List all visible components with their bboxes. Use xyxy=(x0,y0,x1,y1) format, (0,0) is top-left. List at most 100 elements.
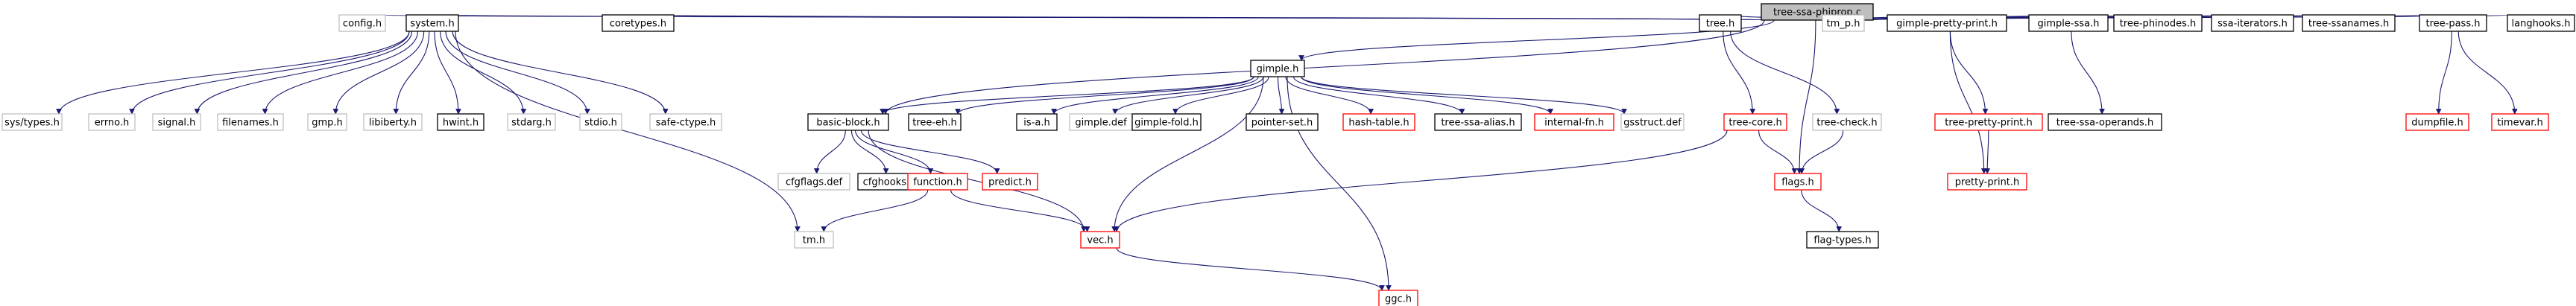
file-node-box xyxy=(152,113,201,131)
file-node-flags-h[interactable]: flags.h xyxy=(1774,173,1822,191)
file-node-dumpfile-h[interactable]: dumpfile.h xyxy=(2405,113,2469,131)
file-node-filenames-h[interactable]: filenames.h xyxy=(217,113,284,131)
file-node-hash-table-h[interactable]: hash-table.h xyxy=(1342,113,1415,131)
include-edge-system-h-to-errno-h xyxy=(129,31,410,115)
include-edge-gimple-h-to-pointer-set-h xyxy=(1277,76,1285,115)
file-node-box xyxy=(1016,113,1058,131)
include-edge-tree-pretty-print-h-to-pretty-print-h xyxy=(1984,130,1991,174)
file-node-is-a-h[interactable]: is-a.h xyxy=(1016,113,1058,131)
file-node-tm-h[interactable]: tm.h xyxy=(794,231,834,249)
file-node-box xyxy=(1434,113,1522,131)
file-node-box xyxy=(1812,113,1882,131)
include-edge-system-h-to-hwint-h xyxy=(434,31,461,115)
include-edge-system-h-to-sys-types-h xyxy=(56,31,410,115)
file-node-tree-phinodes-h[interactable]: tree-phinodes.h xyxy=(2113,14,2203,32)
include-edge-system-h-to-stdio-h xyxy=(445,31,590,115)
file-node-hwint-h[interactable]: hwint.h xyxy=(437,113,484,131)
include-edge-function-h-to-tm-h xyxy=(821,189,929,232)
file-node-signal-h[interactable]: signal.h xyxy=(152,113,201,131)
file-node-label: safe-ctype.h xyxy=(656,118,716,129)
file-node-box xyxy=(908,113,962,131)
file-node-label: cfgflags.def xyxy=(786,177,843,188)
file-node-pointer-set-h[interactable]: pointer-set.h xyxy=(1246,113,1319,131)
include-edge-gimple-h-to-internal-fn-h xyxy=(1301,76,1553,115)
file-node-label: tree-pass.h xyxy=(2426,19,2481,30)
file-node-label: stdarg.h xyxy=(511,118,552,129)
file-node-libiberty-h[interactable]: libiberty.h xyxy=(363,113,423,131)
file-node-label: pointer-set.h xyxy=(1251,118,1313,129)
include-edge-gimple-h-to-gsstruct-def xyxy=(1301,76,1627,115)
file-node-sys-types-h[interactable]: sys/types.h xyxy=(1,113,63,131)
file-node-function-h[interactable]: function.h xyxy=(907,173,968,191)
include-edge-vec-h-to-ggc-h xyxy=(1116,247,1385,291)
file-node-tm-p-h[interactable]: tm_p.h xyxy=(1822,14,1865,32)
file-node-ssa-iterators-h[interactable]: ssa-iterators.h xyxy=(2211,14,2294,32)
file-node-internal-fn-h[interactable]: internal-fn.h xyxy=(1534,113,1614,131)
file-node-box xyxy=(1699,14,1742,32)
file-node-gimple-ssa-h[interactable]: gimple-ssa.h xyxy=(2028,14,2109,32)
file-node-tree-ssa-operands-h[interactable]: tree-ssa-operands.h xyxy=(2048,113,2162,131)
file-node-cfgflags-def[interactable]: cfgflags.def xyxy=(777,173,850,191)
file-node-tree-ssanames-h[interactable]: tree-ssanames.h xyxy=(2302,14,2396,32)
file-node-tree-ssa-alias-h[interactable]: tree-ssa-alias.h xyxy=(1434,113,1522,131)
file-node-safe-ctype-h[interactable]: safe-ctype.h xyxy=(649,113,722,131)
file-node-box xyxy=(1131,113,1202,131)
file-node-pretty-print-h[interactable]: pretty-print.h xyxy=(1947,173,2027,191)
include-edge-tree-pass-h-to-dumpfile-h xyxy=(2435,31,2452,115)
file-node-gimple-def[interactable]: gimple.def xyxy=(1069,113,1133,131)
file-node-gsstruct-def[interactable]: gsstruct.def xyxy=(1620,113,1685,131)
file-node-box xyxy=(777,173,850,191)
include-edge-basic-block-h-to-vec-h xyxy=(868,130,1087,232)
include-edge-gimple-h-to-hash-table-h xyxy=(1285,76,1374,115)
file-node-stdarg-h[interactable]: stdarg.h xyxy=(507,113,556,131)
file-node-label: tree-eh.h xyxy=(912,118,956,129)
file-node-label: tm.h xyxy=(803,235,825,246)
file-node-label: vec.h xyxy=(1087,235,1113,246)
file-node-gimple-h[interactable]: gimple.h xyxy=(1250,60,1305,77)
file-node-gmp-h[interactable]: gmp.h xyxy=(307,113,347,131)
include-edge-gimple-h-to-ggc-h xyxy=(1287,76,1392,291)
file-node-box xyxy=(1,113,63,131)
file-node-basic-block-h[interactable]: basic-block.h xyxy=(807,113,889,131)
file-node-gimple-fold-h[interactable]: gimple-fold.h xyxy=(1131,113,1202,131)
include-edge-flags-h-to-flag-types-h xyxy=(1801,189,1843,232)
file-node-box xyxy=(2419,14,2487,32)
file-node-tree-h[interactable]: tree.h xyxy=(1699,14,1742,32)
file-node-predict-h[interactable]: predict.h xyxy=(982,173,1038,191)
file-node-vec-h[interactable]: vec.h xyxy=(1080,231,1120,249)
file-node-stdio-h[interactable]: stdio.h xyxy=(579,113,622,131)
include-edge-system-h-to-tm-h xyxy=(455,31,801,232)
include-edge-tree-h-to-tree-check-h xyxy=(1730,31,1840,115)
include-edge-gimple-h-to-tree-eh-h xyxy=(955,76,1254,115)
file-node-box xyxy=(2491,113,2549,131)
file-node-tree-eh-h[interactable]: tree-eh.h xyxy=(908,113,962,131)
file-node-box xyxy=(1887,14,2007,32)
file-node-box xyxy=(1774,173,1822,191)
file-node-coretypes-h[interactable]: coretypes.h xyxy=(602,14,675,32)
file-node-box xyxy=(2113,14,2203,32)
file-node-ggc-h[interactable]: ggc.h xyxy=(1378,290,1418,306)
file-node-errno-h[interactable]: errno.h xyxy=(88,113,136,131)
file-node-tree-core-h[interactable]: tree-core.h xyxy=(1723,113,1787,131)
file-node-label: ggc.h xyxy=(1385,294,1412,305)
file-node-label: config.h xyxy=(343,19,382,30)
file-node-tree-pass-h[interactable]: tree-pass.h xyxy=(2419,14,2487,32)
file-node-label: flag-types.h xyxy=(1813,235,1871,246)
file-node-system-h[interactable]: system.h xyxy=(405,14,459,32)
file-node-box xyxy=(1534,113,1614,131)
file-node-flag-types-h[interactable]: flag-types.h xyxy=(1806,231,1879,249)
file-node-langhooks-h[interactable]: langhooks.h xyxy=(2507,14,2575,32)
file-node-box xyxy=(338,14,386,32)
file-node-timevar-h[interactable]: timevar.h xyxy=(2491,113,2549,131)
file-node-label: tree-core.h xyxy=(1729,118,1781,129)
file-node-tree-pretty-print-h[interactable]: tree-pretty-print.h xyxy=(1934,113,2043,131)
file-node-label: internal-fn.h xyxy=(1544,118,1604,129)
file-node-label: pretty-print.h xyxy=(1955,177,2020,188)
file-node-config-h[interactable]: config.h xyxy=(338,14,386,32)
file-node-box xyxy=(1947,173,2027,191)
include-edge-gimple-pretty-print-h-to-pretty-print-h xyxy=(1949,31,1987,174)
file-node-box xyxy=(2507,14,2575,32)
file-node-label: tree-ssanames.h xyxy=(2308,19,2389,30)
file-node-tree-check-h[interactable]: tree-check.h xyxy=(1812,113,1882,131)
file-node-gimple-pretty-print-h[interactable]: gimple-pretty-print.h xyxy=(1887,14,2007,32)
